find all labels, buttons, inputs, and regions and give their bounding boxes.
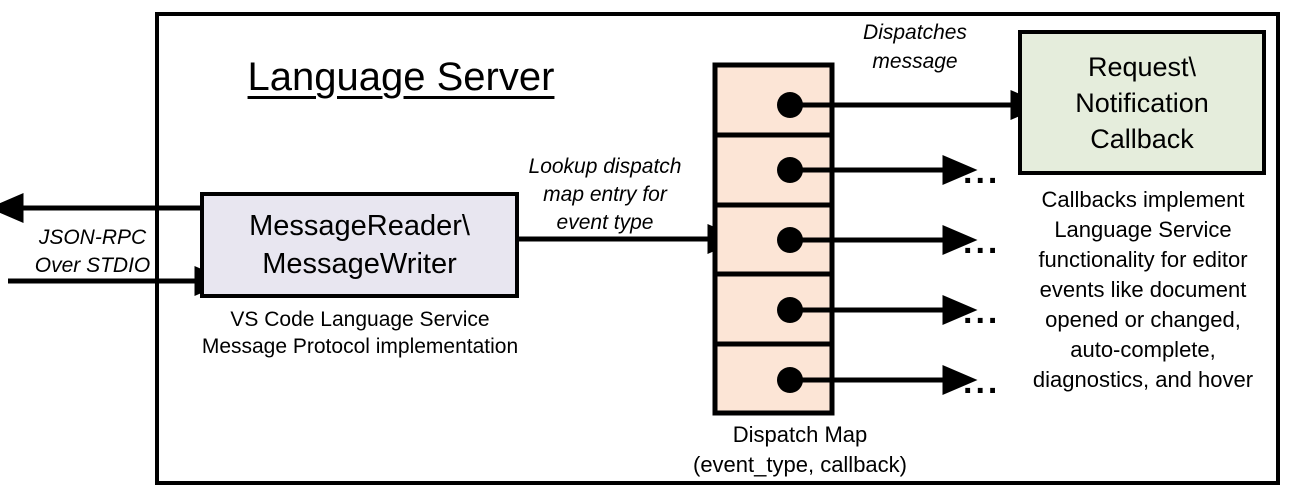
node-request-notification-callback-line2: Notification <box>1075 87 1209 118</box>
dispatch-row-5-dot <box>777 367 803 393</box>
caption-callback-line7: diagnostics, and hover <box>1032 367 1254 392</box>
node-message-reader-writer-line2: MessageWriter <box>262 248 457 280</box>
caption-callback-line6: auto-complete, <box>1070 337 1216 362</box>
caption-dispatch-map: Dispatch Map (event_type, callback) <box>640 420 960 480</box>
node-request-notification-callback-line3: Callback <box>1090 123 1194 154</box>
dispatch-row-1-link[interactable] <box>777 90 1046 120</box>
dispatch-row-2-link[interactable] <box>777 155 978 185</box>
edge-label-lookup-line1: Lookup dispatch <box>528 155 682 178</box>
edge-label-lookup-line2: map entry for <box>543 183 667 206</box>
edge-label-jsonrpc-line1: JSON-RPC <box>38 226 147 249</box>
edge-label-lookup-line3: event type <box>556 211 654 234</box>
node-request-notification-callback-label: Request\ Notification Callback <box>1075 49 1209 157</box>
caption-message-reader-writer-line2: Message Protocol implementation <box>201 335 519 358</box>
caption-callback-line2: Language Service <box>1054 217 1232 242</box>
node-request-notification-callback[interactable]: Request\ Notification Callback <box>1018 30 1266 175</box>
language-server-container <box>155 12 1280 485</box>
caption-message-reader-writer: VS Code Language Service Message Protoco… <box>190 306 530 360</box>
dispatch-row-2-dot <box>777 157 803 183</box>
dispatch-row-4-link[interactable] <box>777 295 978 325</box>
caption-dispatch-map-line1: Dispatch Map <box>732 422 868 447</box>
node-message-reader-writer-label: MessageReader\ MessageWriter <box>249 207 470 283</box>
caption-callback-line4: events like document <box>1039 277 1247 302</box>
ellipsis-row-5: ... <box>963 363 1001 401</box>
caption-request-notification-callback: Callbacks implement Language Service fun… <box>1012 185 1274 395</box>
node-message-reader-writer-line1: MessageReader\ <box>249 210 470 242</box>
dispatch-row-3-link[interactable] <box>777 225 978 255</box>
node-request-notification-callback-line1: Request\ <box>1087 51 1197 82</box>
edge-label-jsonrpc: JSON-RPC Over STDIO <box>10 224 175 280</box>
edge-label-lookup-dispatch: Lookup dispatch map entry for event type <box>510 153 700 237</box>
caption-callback-line3: functionality for editor <box>1038 247 1248 272</box>
dispatch-row-3-dot <box>777 227 803 253</box>
edge-label-jsonrpc-line2: Over STDIO <box>34 254 151 277</box>
ellipsis-row-3: ... <box>963 223 1001 261</box>
ellipsis-row-4: ... <box>963 293 1001 331</box>
page-title: Language Server <box>247 55 555 99</box>
dispatch-row-5-link[interactable] <box>777 365 978 395</box>
dispatch-row-1-dot <box>777 92 803 118</box>
edge-label-dispatches-line1: Dispatches <box>863 21 967 44</box>
caption-dispatch-map-line2: (event_type, callback) <box>693 452 907 477</box>
dispatch-row-4-dot <box>777 297 803 323</box>
caption-message-reader-writer-line1: VS Code Language Service <box>230 308 490 331</box>
edge-label-dispatches-line2: message <box>872 50 958 73</box>
caption-callback-line5: opened or changed, <box>1045 307 1241 332</box>
ellipsis-row-2: ... <box>963 153 1001 191</box>
caption-callback-line1: Callbacks implement <box>1041 187 1245 212</box>
edge-label-dispatches-message: Dispatches message <box>832 18 998 76</box>
node-message-reader-writer[interactable]: MessageReader\ MessageWriter <box>200 192 519 298</box>
